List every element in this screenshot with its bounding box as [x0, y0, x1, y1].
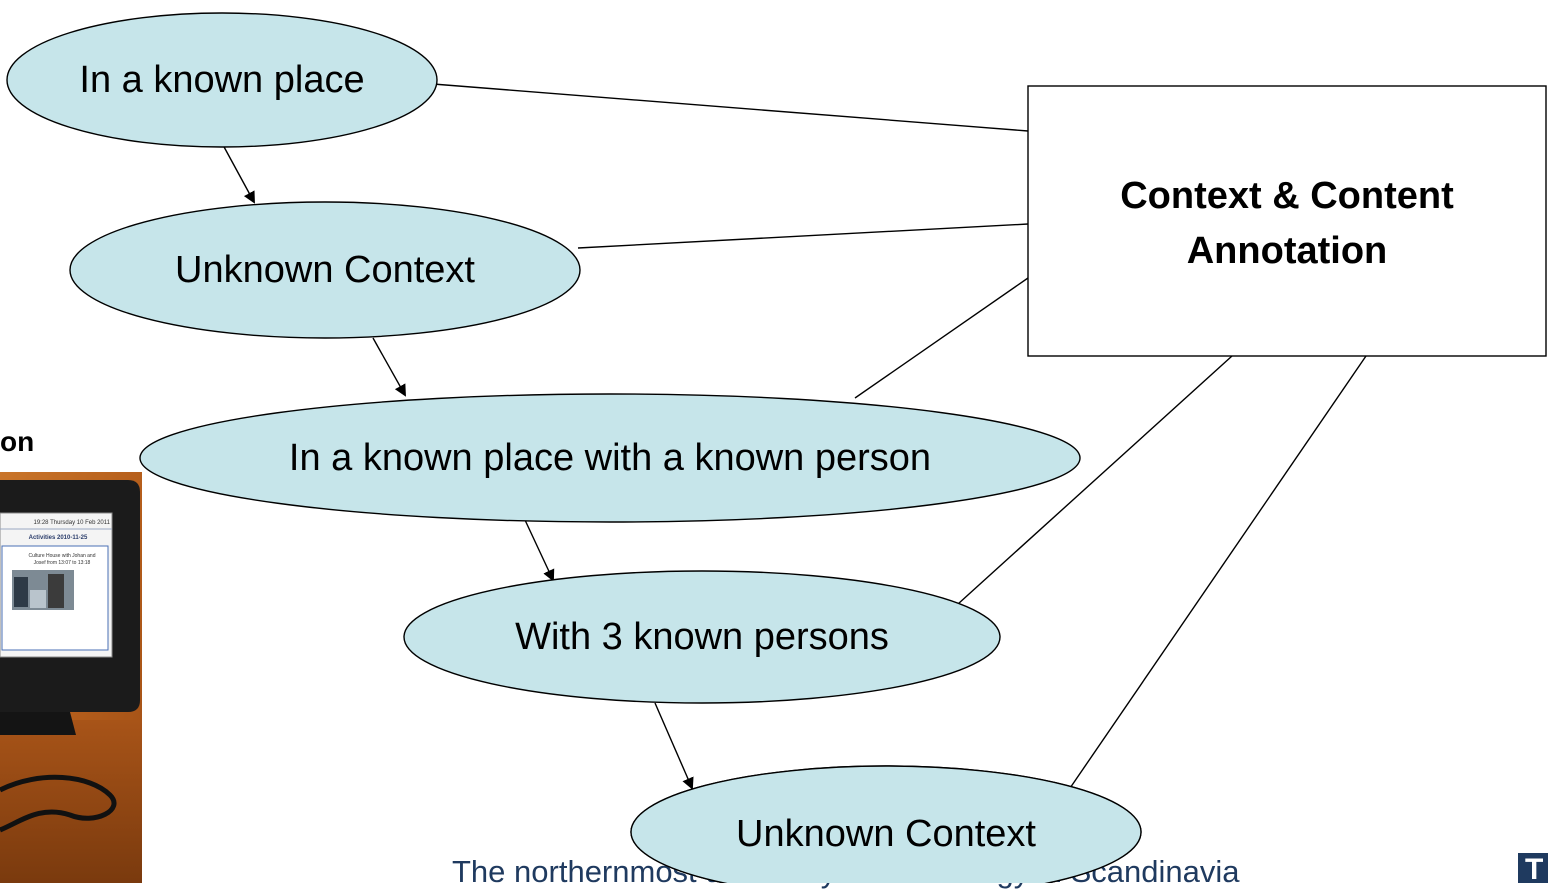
photo-header-time: 19:28 Thursday 10 Feb 2011 — [34, 520, 111, 526]
university-logo-letter: T — [1525, 853, 1544, 884]
annotation-box-line2: Annotation — [1187, 230, 1388, 272]
flow-arrows — [222, 144, 694, 790]
photo-caption-1: Culture House with Johan and — [29, 553, 96, 559]
node-three-persons: With 3 known persons — [403, 570, 1001, 704]
node-known-place-label: In a known place — [79, 59, 364, 101]
left-cut-label: on — [0, 426, 35, 457]
node-place-with-person: In a known place with a known person — [139, 393, 1081, 523]
annotation-box-line1: Context & Content — [1120, 175, 1454, 217]
photo-caption-2: Josef from 13:07 to 13:18 — [34, 560, 91, 566]
node-place-with-person-label: In a known place with a known person — [289, 437, 931, 479]
annotation-connectors — [432, 83, 1367, 811]
university-logo: T — [1518, 853, 1548, 883]
node-unknown-context-1-label: Unknown Context — [175, 249, 475, 291]
annotation-box: Context & Content Annotation — [1027, 85, 1547, 357]
node-unknown-context-1: Unknown Context — [69, 201, 581, 339]
node-three-persons-label: With 3 known persons — [515, 616, 889, 658]
photo-activities: Activities 2010-11-25 — [29, 535, 88, 541]
node-unknown-context-2-label: Unknown Context — [736, 813, 1036, 855]
node-known-place: In a known place — [6, 12, 438, 148]
device-photo: 19:28 Thursday 10 Feb 2011 Activities 20… — [0, 472, 142, 883]
